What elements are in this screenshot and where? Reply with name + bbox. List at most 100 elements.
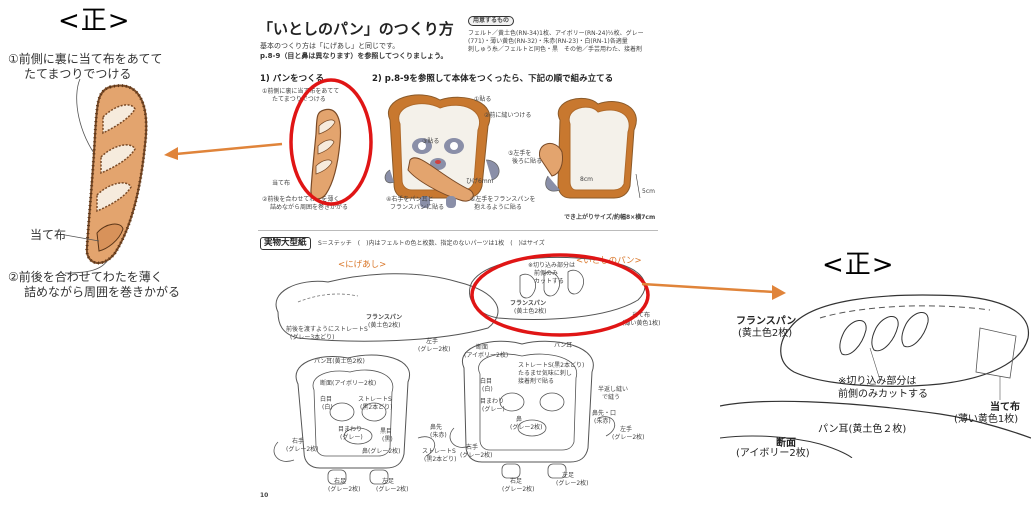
step-2-callout-5b: 後ろに貼る — [512, 158, 543, 165]
cross-right-label: 断面 — [476, 344, 489, 351]
left-note-1-line-1: ①前側に裏に当て布をあてて — [8, 52, 163, 66]
french-bread-pattern-closeup — [720, 294, 1031, 458]
step-2-callout-5: ⑤左手を — [508, 150, 532, 157]
step-1-note-2b: 詰めながら周囲を巻きかがる — [270, 204, 349, 211]
left-hand-label-1: 左手 — [426, 338, 439, 345]
right-heading: <正> — [822, 250, 895, 280]
right-foot-left-label: 右足 — [334, 478, 347, 485]
cross-section-curve — [720, 435, 853, 458]
materials-line-1: フェルト／黄土色(RN-34)1枚、アイボリー(RN-24)½枚、グレー — [468, 30, 644, 37]
step-2-callout-4: ④右手をパン耳と — [386, 196, 434, 203]
bread-ear-curve — [720, 400, 1031, 439]
left-pattern-france-label-1: フランスパン — [366, 314, 403, 321]
half-back-stitch-label-2: で縫う — [602, 394, 621, 401]
bread-outline — [780, 294, 1030, 387]
eye-black-left-label: 黒目 — [380, 428, 393, 435]
leader-cutout — [869, 347, 881, 381]
bread-slash-3 — [96, 182, 132, 213]
right-bread-ear-label: パン耳(黄土色２枚) — [818, 424, 907, 435]
left-heading: <正> — [58, 6, 131, 36]
materials-line-3: 刺しゅう糸／フェルトと同色・黒 その他／手芸用わた、接着剤 — [468, 46, 643, 53]
straight-stitch-right-3: 接着剤で貼る — [518, 378, 555, 385]
edge-stitches — [85, 84, 148, 265]
straight-stitch-bottom-2: (黒2本どり) — [424, 456, 457, 463]
left-foot-left-label: 左足 — [382, 478, 395, 485]
eye-border-left-label-2: (グレー) — [340, 434, 363, 441]
eye-black-left-label-2: (黒) — [382, 436, 393, 443]
assembly-illustration-back — [539, 97, 641, 199]
right-patch-label-1: 当て布 — [990, 402, 1020, 413]
pattern-france-label-1: フランスパン — [510, 300, 547, 307]
right-france-label-1: フランスパン — [736, 316, 797, 327]
slash-1 — [839, 320, 867, 356]
left-pattern-note-2: (グレー3本どり) — [290, 334, 335, 341]
book-page: 「いとしのパン」のつくり方 基本のつくり方は「にげあし」と同じです。 p.8-9… — [258, 8, 661, 500]
step-2-title: 2) p.8-9を参照して本体をつくったら、下記の順で組み立てる — [372, 74, 614, 84]
nose-mouth-label-2: (朱赤) — [594, 418, 611, 425]
right-hand-right-label-2: (グレー2枚) — [460, 452, 493, 459]
bread-ear-right-label: パン耳 — [554, 342, 573, 349]
section-divider — [258, 230, 658, 231]
eye-border-right-label-2: (グレー) — [482, 406, 505, 413]
leader-line-patch — [64, 234, 100, 242]
half-back-stitch-label: 半返し縫い — [598, 386, 629, 393]
left-hand-label-2: (グレー2枚) — [418, 346, 451, 353]
step-1-title: 1) パンをつくる — [260, 74, 325, 84]
slash-2 — [871, 316, 899, 352]
nigeashi-section-label: <にげあし> — [338, 260, 387, 270]
right-france-label-2: (黄土色2枚) — [738, 328, 793, 339]
right-patch-label-2: (薄い黄色1枚) — [954, 414, 1019, 425]
dimension-5cm: 5cm — [642, 188, 655, 195]
eye-white-left-label-2: (白) — [322, 404, 333, 411]
bread-slash-2 — [100, 144, 136, 175]
patch-outline — [975, 327, 1017, 379]
materials-line-2: (771)・薄い黄色(RN-32)・朱赤(RN-23)・白(RN-1)各適量 — [468, 38, 628, 45]
straight-stitch-right-1: ストレートS(黒2本どり) — [518, 362, 585, 369]
highlight-ring-pattern — [470, 253, 650, 337]
page-title: 「いとしのパン」のつくり方 — [258, 20, 454, 38]
pattern-cutout-note-1: ※切り込み部分は — [528, 262, 576, 269]
slash-3 — [901, 312, 929, 348]
step-2-callout-4b: フランスパンに貼る — [390, 204, 445, 211]
page-intro-line-1: 基本のつくり方は「にげあし」と同じです。 — [260, 42, 400, 50]
pattern-patch-label-2: (薄い黄色1枚) — [622, 320, 661, 327]
pattern-note: S＝ステッチ ( )内はフェルトの色と枚数、指定のないパーツは1枚 ( )はサイ… — [318, 240, 545, 247]
right-cross-section-label-1: 断面 — [776, 438, 796, 449]
step-1-patch: 当て布 — [272, 180, 291, 187]
straight-stitch-left-2: (黒2本どり) — [360, 404, 393, 411]
straight-stitch-left: ストレートS — [358, 396, 392, 403]
bread-slash-1 — [102, 104, 136, 135]
eye-white-right-label: 白目 — [480, 378, 493, 385]
right-cutout-label-2: 前側のみカットする — [838, 389, 928, 400]
step-1-bread-thumbnail — [310, 108, 342, 200]
eye-border-left-label: 目まわり — [338, 426, 363, 433]
pattern-france-label-2: (黄土色2枚) — [514, 308, 547, 315]
french-bread-illustration — [64, 78, 148, 274]
left-patch-label: 当て布 — [30, 228, 67, 242]
straight-stitch-bottom: ストレートS — [422, 448, 456, 455]
page-number: 10 — [260, 492, 269, 499]
step-2-callout-6b: 抱えるように貼る — [474, 204, 522, 211]
step-2-callout-2: ②前に縫いつける — [484, 112, 532, 119]
eye-white-right-label-2: (白) — [482, 386, 493, 393]
cross-right-label-2: (アイボリー2枚) — [464, 352, 509, 359]
step-1-note-1b: たてまつりでつける — [272, 96, 326, 103]
right-hand-left-label-2: (グレー2枚) — [286, 446, 319, 453]
arrow-to-left-panel — [164, 142, 283, 160]
leader-line-bottom — [64, 260, 108, 274]
pattern-line-art — [273, 257, 646, 485]
step-2-callout-1: ①貼る — [474, 96, 492, 103]
pattern-patch-label-1: 当て布 — [632, 312, 651, 319]
arrow-to-right-panel — [641, 282, 786, 300]
right-foot-right-label: 右足 — [510, 478, 523, 485]
assembly-illustration-front — [384, 94, 500, 208]
pattern-cutout-note-2: 前側のみ — [534, 270, 559, 277]
right-cross-section-label-2: (アイボリー2枚) — [736, 448, 810, 459]
left-foot-left-label-2: (グレー2枚) — [376, 486, 409, 493]
step-2-whisker: ひげ6mm — [466, 178, 494, 185]
inner-dashed-line — [819, 305, 991, 319]
nose-right-label-2: (グレー2枚) — [510, 424, 543, 431]
dimension-8cm: 8cm — [580, 176, 593, 183]
page-intro-line-2: p.8-9（目と鼻は異なります）を参照してつくりましょう。 — [260, 52, 448, 60]
nose-right-label: 鼻 — [516, 416, 523, 423]
